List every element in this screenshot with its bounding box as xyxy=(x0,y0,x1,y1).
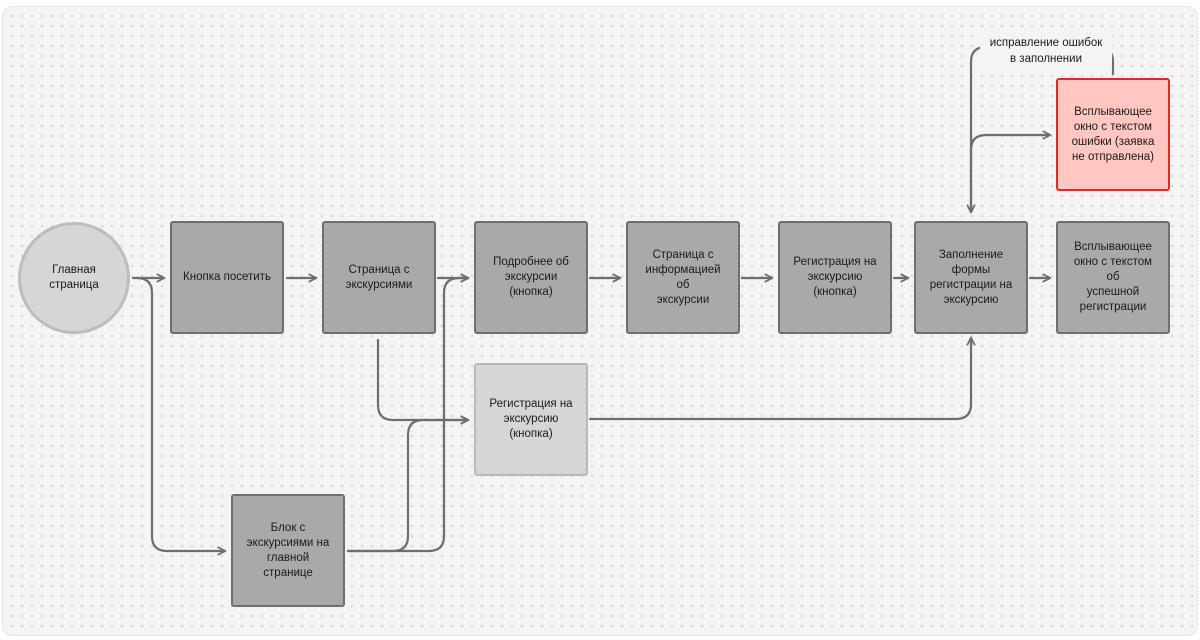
node-register-button-label: Регистрация на экскурсию (кнопка) xyxy=(793,256,877,298)
node-more-button[interactable]: Подробнее об экскурсии (кнопка) xyxy=(474,221,588,334)
node-excursions-page[interactable]: Страница с экскурсиями xyxy=(322,221,436,334)
node-success-popup[interactable]: Всплывающее окно с текстом об успешной р… xyxy=(1056,221,1170,334)
node-visit-button-label: Кнопка посетить xyxy=(183,271,271,283)
node-registration-form[interactable]: Заполнение формы регистрации на экскурси… xyxy=(914,221,1028,334)
node-main-page[interactable]: Главная страница xyxy=(18,222,130,334)
node-main-page-label: Главная страница xyxy=(49,264,99,291)
node-visit-button[interactable]: Кнопка посетить xyxy=(170,221,284,334)
node-excursion-info-page-label: Страница с информацией об экскурсии xyxy=(645,248,721,306)
node-register-button[interactable]: Регистрация на экскурсию (кнопка) xyxy=(778,221,892,334)
node-error-popup[interactable]: Всплывающее окно с текстом ошибки (заявк… xyxy=(1056,78,1170,191)
node-more-button-label: Подробнее об экскурсии (кнопка) xyxy=(493,256,569,298)
node-register-button-alt-label: Регистрация на экскурсию (кнопка) xyxy=(489,398,573,440)
node-excursion-info-page[interactable]: Страница с информацией об экскурсии xyxy=(626,221,740,334)
node-error-popup-label: Всплывающее окно с текстом ошибки (заявк… xyxy=(1071,105,1155,163)
node-excursions-block-label: Блок с экскурсиями на главной странице xyxy=(246,521,330,579)
edge-label-fix-errors: исправление ошибок в заполнении xyxy=(980,35,1112,67)
node-registration-form-label: Заполнение формы регистрации на экскурси… xyxy=(929,248,1013,306)
node-excursions-page-label: Страница с экскурсиями xyxy=(345,263,413,291)
node-excursions-block[interactable]: Блок с экскурсиями на главной странице xyxy=(231,494,345,607)
node-register-button-alt[interactable]: Регистрация на экскурсию (кнопка) xyxy=(474,363,588,476)
node-success-popup-label: Всплывающее окно с текстом об успешной р… xyxy=(1073,241,1153,313)
